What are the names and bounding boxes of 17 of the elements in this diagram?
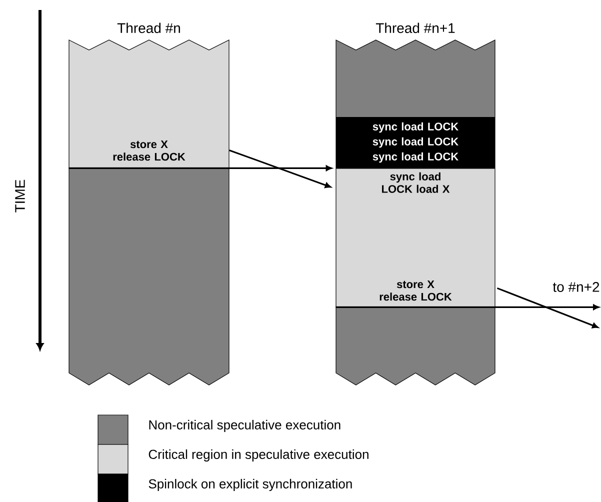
arrow (228, 149, 331, 188)
critical-region-block: store X release LOCK (69, 40, 229, 168)
legend-text: Spinlock on explicit synchronization (148, 478, 352, 492)
spinlock-block: sync load LOCK sync load LOCK sync load LOCK (336, 117, 495, 168)
arrow (496, 287, 598, 328)
arrow (336, 304, 599, 310)
legend-text: Non-critical speculative execution (149, 420, 340, 432)
speculative-block (336, 40, 495, 117)
destination-label: to #n+2 (552, 282, 600, 292)
axis-label: TIME (15, 180, 25, 212)
arrow (68, 165, 332, 171)
legend-text: Critical region in speculative execution (148, 449, 368, 462)
node-label: Thread #n (117, 22, 180, 34)
critical-region-block: sync load LOCK load X store X release LOCK (336, 168, 495, 307)
node-label: Thread #n+1 (376, 22, 455, 34)
speculative-block (336, 307, 495, 385)
speculative-block (69, 168, 229, 385)
